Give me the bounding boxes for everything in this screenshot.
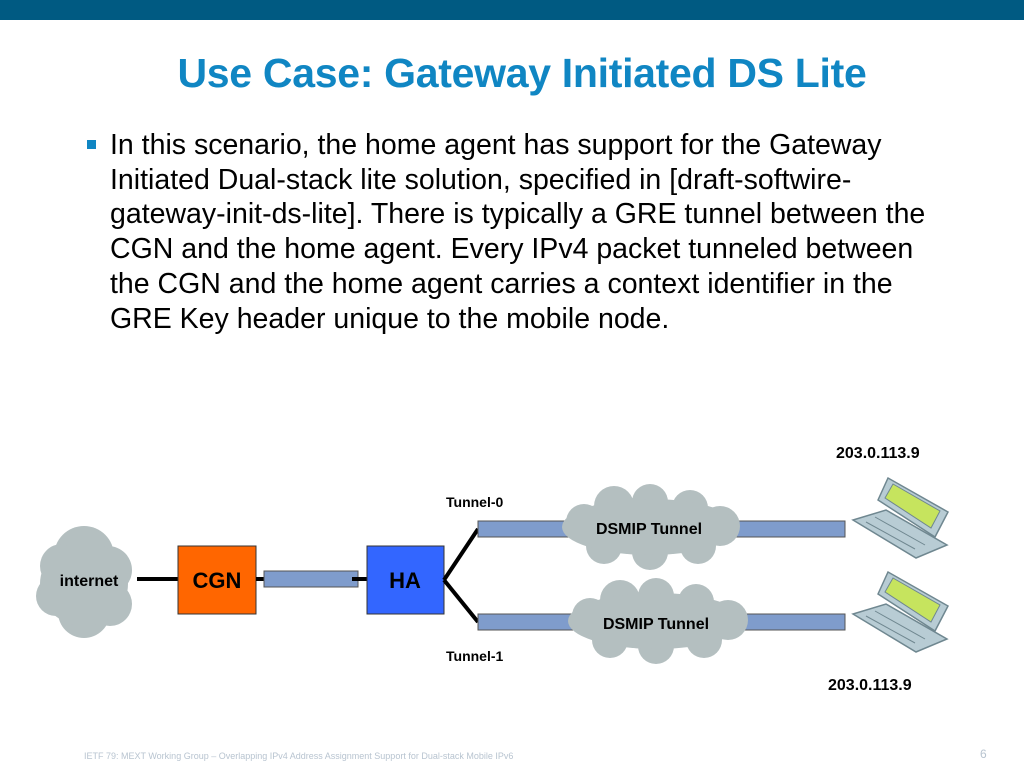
cgn-label: CGN	[193, 568, 242, 593]
laptop-top-icon	[851, 476, 949, 559]
dsmip-bottom-label: DSMIP Tunnel	[603, 616, 709, 633]
bullet-text: In this scenario, the home agent has sup…	[110, 129, 926, 335]
page-number: 6	[980, 747, 987, 761]
bullet-icon	[87, 140, 96, 149]
dsmip-top-cloud-icon	[562, 484, 740, 570]
internet-label: internet	[60, 573, 119, 590]
internet-cloud-icon	[36, 526, 132, 638]
cgn-box	[177, 545, 257, 615]
ip-top-label: 203.0.113.9	[836, 445, 920, 462]
gre-tunnel	[263, 570, 359, 588]
dsmip-bottom-cloud-icon	[568, 578, 748, 664]
top-banner	[0, 0, 1024, 20]
fork-line-bottom	[442, 578, 480, 624]
laptop-bottom-icon	[851, 570, 949, 653]
ip-bottom-label: 203.0.113.9	[828, 677, 912, 694]
footer-text: IETF 79: MEXT Working Group – Overlappin…	[84, 751, 514, 761]
fork-line-top	[442, 527, 480, 582]
slide-title: Use Case: Gateway Initiated DS Lite	[177, 50, 867, 96]
ha-label: HA	[389, 568, 421, 593]
tunnel-0-label: Tunnel-0	[446, 494, 504, 510]
ha-box	[366, 545, 445, 615]
dsmip-top-label: DSMIP Tunnel	[596, 521, 702, 538]
tunnel-1-label: Tunnel-1	[446, 648, 504, 664]
